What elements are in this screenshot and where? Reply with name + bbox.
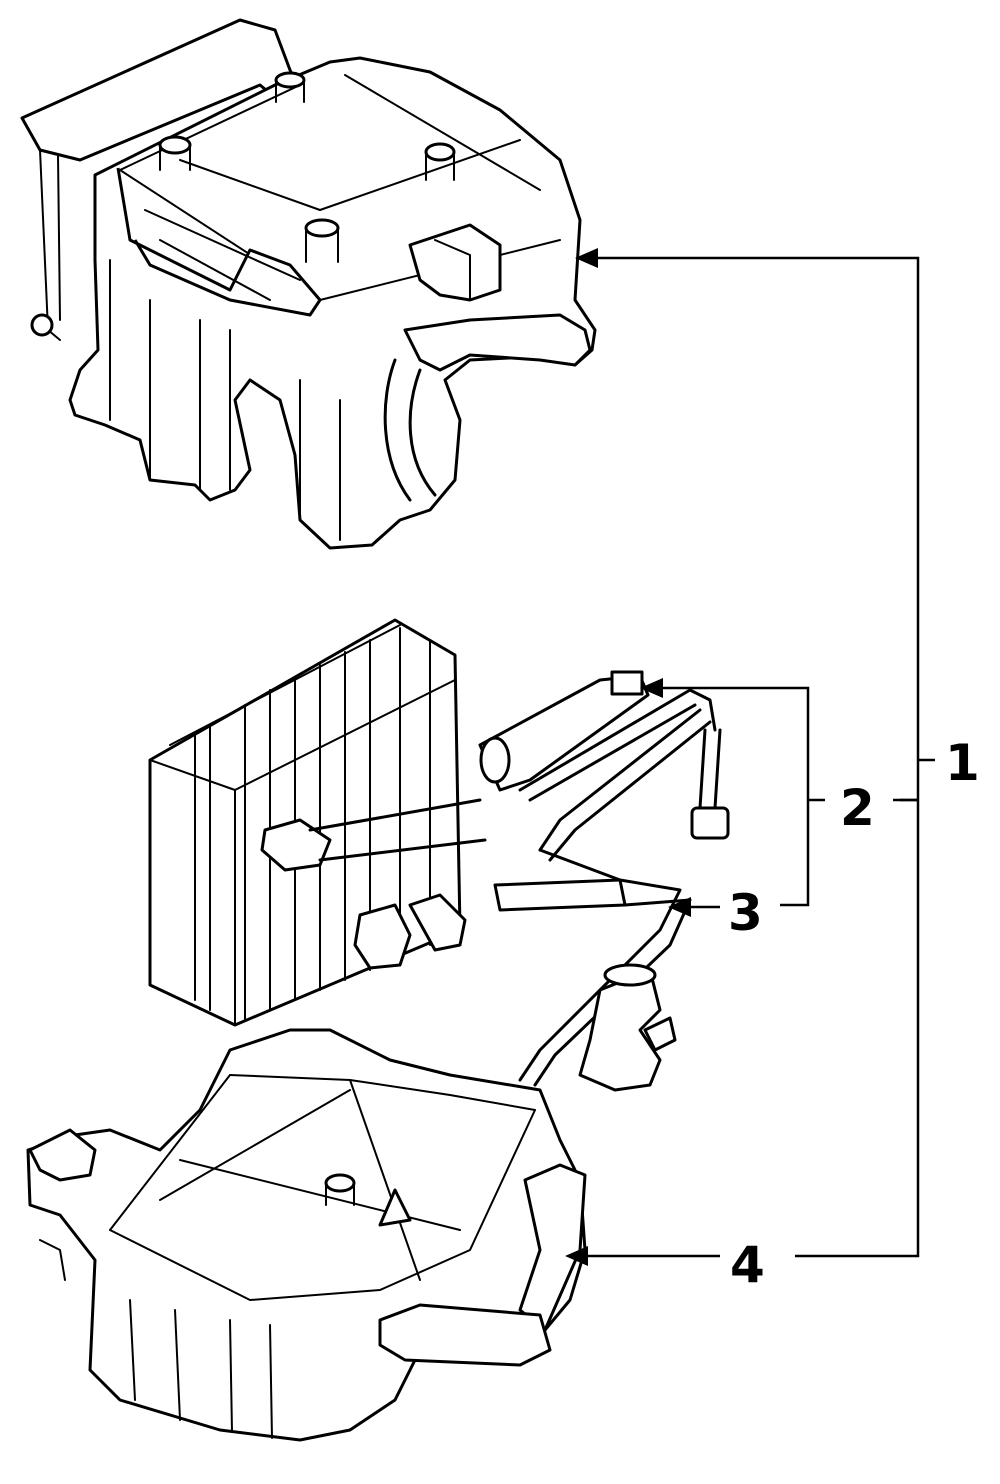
arrowhead-tube <box>668 897 691 917</box>
lower-case <box>26 1028 587 1442</box>
callout-4: 4 <box>730 1236 765 1294</box>
expansion-valve <box>478 670 730 840</box>
callout-2: 2 <box>840 779 875 837</box>
arrowheads <box>565 248 691 1266</box>
leader-lines <box>575 256 935 1258</box>
callout-3: 3 <box>728 884 763 942</box>
evaporator-core <box>148 618 487 1027</box>
arrowhead-upper-case <box>575 248 598 268</box>
upper-case <box>20 18 597 550</box>
callout-1: 1 <box>945 734 980 792</box>
thermistor-tube <box>493 708 712 1092</box>
arrowhead-valve <box>640 678 663 698</box>
arrowhead-lower-case <box>565 1246 588 1266</box>
